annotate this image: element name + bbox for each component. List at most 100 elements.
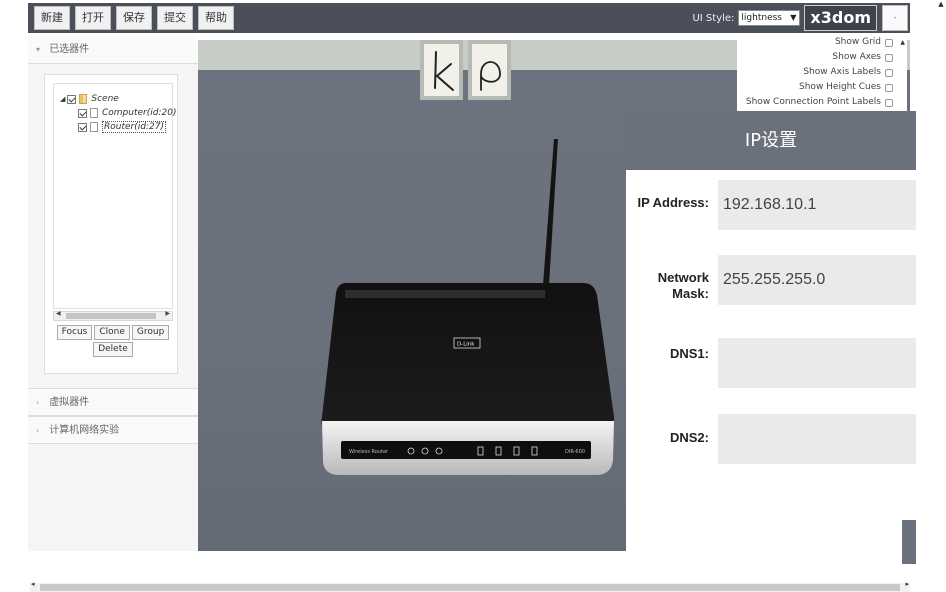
- network-mask-label: Network Mask:: [657, 270, 709, 301]
- expand-triangle-icon[interactable]: ◢: [60, 95, 66, 103]
- option-label: Show Axes: [832, 52, 881, 62]
- option-show-connection-point-labels[interactable]: Show Connection Point Labels: [737, 95, 893, 110]
- scroll-right-icon[interactable]: ▶: [165, 310, 170, 317]
- dns1-input[interactable]: [718, 338, 916, 388]
- save-button[interactable]: 保存: [116, 6, 152, 30]
- scroll-left-icon[interactable]: ◂: [31, 580, 35, 588]
- option-checkbox[interactable]: [885, 98, 893, 107]
- power-led-icon: [407, 447, 415, 455]
- page-scroll-up-icon[interactable]: ▲: [938, 0, 944, 8]
- dropdown-arrow-icon: ▼: [790, 13, 797, 22]
- dns2-input[interactable]: [718, 414, 916, 464]
- router-top-shell: [321, 283, 615, 431]
- computer-checkbox[interactable]: [78, 108, 87, 118]
- new-button[interactable]: 新建: [34, 6, 70, 30]
- option-checkbox[interactable]: [885, 53, 893, 62]
- page-horizontal-scrollbar[interactable]: ◂ ▸: [30, 580, 910, 592]
- view-options-panel: Show Grid Show Axes Show Axis Labels Sho…: [737, 35, 907, 111]
- router-model-text: DIR-600: [565, 449, 585, 455]
- option-label: Show Grid: [834, 37, 881, 47]
- option-label: Show Height Cues: [799, 82, 881, 92]
- x3dom-logo: x3dom: [804, 5, 877, 31]
- letter-rho-glyph: [480, 61, 501, 91]
- folder-icon: [79, 94, 88, 104]
- clone-button[interactable]: Clone: [94, 325, 130, 340]
- selected-devices-body: ◢ Scene Computer(id:20) Router(id:27): [44, 74, 178, 374]
- lan2-led-icon: [495, 446, 502, 456]
- left-panel: ▾ 已选器件 ◢ Scene Computer(id:20): [28, 36, 198, 551]
- scene-checkbox[interactable]: [67, 94, 77, 104]
- router-label: Router(id:27): [102, 121, 166, 133]
- option-show-height-cues[interactable]: Show Height Cues: [737, 80, 893, 95]
- option-checkbox[interactable]: [885, 68, 893, 77]
- ip-settings-title: IP设置: [626, 111, 916, 170]
- router-checkbox[interactable]: [78, 122, 87, 132]
- ip-address-label: IP Address:: [637, 195, 709, 210]
- group-button[interactable]: Group: [131, 325, 170, 340]
- lan4-led-icon: [531, 446, 538, 456]
- tree-horizontal-scrollbar[interactable]: ◀ ▶: [53, 310, 173, 321]
- submit-button[interactable]: 提交: [157, 6, 193, 30]
- scrollbar-thumb[interactable]: [66, 313, 156, 319]
- dlink-badge-text: D-Link: [457, 342, 475, 348]
- options-scroll-up-icon[interactable]: ▲: [900, 39, 905, 46]
- selected-devices-title: 已选器件: [49, 44, 90, 55]
- delete-button[interactable]: Delete: [93, 342, 133, 357]
- option-label: Show Axis Labels: [803, 67, 881, 77]
- collapse-triangle-icon: ▾: [36, 45, 41, 54]
- option-show-axes[interactable]: Show Axes: [737, 50, 893, 65]
- network-lab-title: 计算机网络实验: [49, 425, 120, 436]
- ui-style-label: UI Style:: [692, 12, 735, 24]
- router-front-text: Wireless Router: [349, 449, 389, 455]
- help-button[interactable]: 帮助: [198, 6, 234, 30]
- file-icon: [90, 122, 98, 132]
- router-antenna: [543, 139, 558, 285]
- option-show-axis-labels[interactable]: Show Axis Labels: [737, 65, 893, 80]
- option-checkbox[interactable]: [885, 38, 893, 47]
- tree-action-buttons: Focus Clone Group Delete: [53, 325, 173, 357]
- virtual-devices-header[interactable]: › 虚拟器件: [28, 388, 198, 416]
- expand-triangle-icon: ›: [36, 426, 40, 435]
- scene-label: Scene: [91, 94, 119, 104]
- lan1-led-icon: [477, 446, 484, 456]
- option-label: Show Connection Point Labels: [745, 97, 881, 107]
- scrollbar-thumb[interactable]: [40, 584, 900, 591]
- router-model[interactable]: Wireless Router DIR-600 D-Link: [321, 135, 616, 485]
- toolbar-right-group: UI Style: lightness ▼ x3dom -: [692, 5, 910, 31]
- network-lab-header[interactable]: › 计算机网络实验: [28, 416, 198, 444]
- ip-panel-scrollbar-thumb[interactable]: [902, 520, 916, 564]
- collapse-button[interactable]: -: [882, 5, 908, 31]
- dns1-label: DNS1:: [669, 346, 709, 361]
- expand-triangle-icon: ›: [36, 398, 40, 407]
- ui-style-value: lightness: [741, 13, 782, 23]
- tree-node-scene[interactable]: ◢ Scene: [60, 92, 119, 106]
- ip-settings-panel: IP设置 IP Address: 192.168.10.1 Network Ma…: [626, 111, 916, 551]
- scroll-right-icon[interactable]: ▸: [905, 580, 909, 588]
- dlink-badge: [453, 337, 481, 349]
- ui-style-select[interactable]: lightness ▼: [738, 10, 801, 26]
- letter-rho-icon[interactable]: [468, 40, 511, 100]
- dns2-label: DNS2:: [669, 430, 709, 445]
- status-led-icon: [421, 447, 429, 455]
- selected-devices-header[interactable]: ▾ 已选器件: [28, 36, 198, 64]
- letter-k-icon[interactable]: [420, 40, 463, 100]
- option-checkbox[interactable]: [885, 83, 893, 92]
- collapsed-sections: › 虚拟器件 › 计算机网络实验: [28, 388, 198, 444]
- option-show-grid[interactable]: Show Grid: [737, 35, 893, 50]
- lan3-led-icon: [513, 446, 520, 456]
- letter-k-glyph: [434, 51, 454, 91]
- tree-node-computer[interactable]: Computer(id:20): [78, 106, 176, 120]
- ip-address-input[interactable]: 192.168.10.1: [718, 180, 916, 230]
- focus-button[interactable]: Focus: [56, 325, 93, 340]
- file-icon: [90, 108, 98, 118]
- network-mask-input[interactable]: 255.255.255.0: [718, 255, 916, 305]
- router-vent: [345, 290, 545, 298]
- scene-tree: ◢ Scene Computer(id:20) Router(id:27): [53, 83, 176, 309]
- scroll-left-icon[interactable]: ◀: [56, 310, 61, 317]
- open-button[interactable]: 打开: [75, 6, 111, 30]
- virtual-devices-title: 虚拟器件: [49, 397, 90, 408]
- top-toolbar: 新建 打开 保存 提交 帮助 UI Style: lightness ▼ x3d…: [28, 3, 910, 33]
- tree-node-router[interactable]: Router(id:27): [78, 120, 166, 134]
- internet-led-icon: [435, 447, 443, 455]
